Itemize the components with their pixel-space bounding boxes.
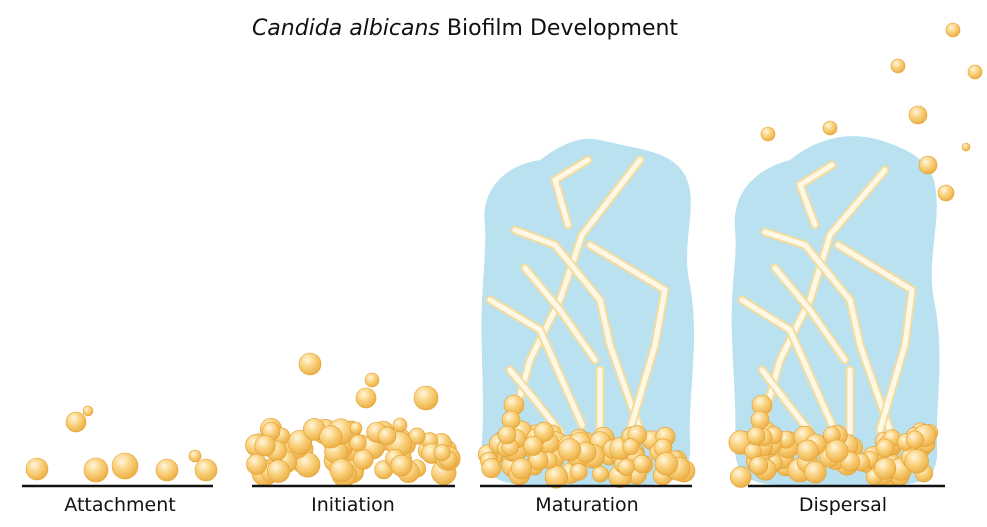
- initiation-cell: [365, 373, 379, 387]
- maturation-cell: [633, 455, 651, 473]
- maturation-cell: [482, 458, 501, 477]
- dispersal-cell: [905, 449, 929, 473]
- attachment-cell: [156, 459, 178, 481]
- dispersal-cell: [730, 467, 751, 488]
- maturation-cell: [511, 458, 532, 479]
- initiation-cell: [350, 435, 366, 451]
- dispersed-cell: [823, 121, 837, 135]
- dispersed-cell: [761, 127, 775, 141]
- initiation-cell: [320, 426, 343, 449]
- dispersal-cell: [751, 411, 769, 429]
- attachment-cell: [66, 412, 86, 432]
- attachment-cell: [112, 453, 138, 479]
- initiation-cell: [330, 459, 353, 482]
- attachment-cell: [26, 458, 48, 480]
- stage-label-dispersal: Dispersal: [743, 494, 943, 516]
- dispersal-cell: [906, 431, 923, 448]
- maturation-cell: [558, 438, 580, 460]
- initiation-cell: [353, 449, 373, 469]
- maturation-cell: [592, 466, 608, 482]
- initiation-cell: [299, 353, 321, 375]
- maturation-cell: [524, 436, 543, 455]
- dispersed-cell: [909, 106, 927, 124]
- attachment-cell: [84, 458, 108, 482]
- initiation-cell: [356, 388, 376, 408]
- maturation-cell: [623, 439, 639, 455]
- dispersal-cell: [874, 458, 896, 480]
- dispersal-cell: [826, 440, 848, 462]
- initiation-cell: [393, 418, 407, 432]
- initiation-cell: [391, 455, 412, 476]
- initiation-cell: [414, 386, 438, 410]
- dispersed-cell: [946, 23, 960, 37]
- initiation-cell: [378, 427, 396, 445]
- maturation-cell: [655, 452, 678, 475]
- dispersed-cell: [938, 185, 954, 201]
- maturation-cell: [570, 463, 587, 480]
- dispersal-cell: [876, 439, 894, 457]
- stage-label-maturation: Maturation: [487, 494, 687, 516]
- stage-label-initiation: Initiation: [253, 494, 453, 516]
- maturation-cell: [498, 426, 516, 444]
- dispersal-cell: [750, 457, 768, 475]
- attachment-cell: [195, 459, 217, 481]
- maturation-cell: [618, 459, 635, 476]
- initiation-cell: [350, 422, 362, 434]
- dispersal-cell: [747, 427, 765, 445]
- attachment-cell: [83, 406, 93, 416]
- dispersed-cell: [919, 156, 937, 174]
- attachment-cell: [189, 450, 201, 462]
- dispersed-cell: [891, 59, 905, 73]
- initiation-cell: [434, 445, 450, 461]
- dispersal-cell: [797, 440, 818, 461]
- initiation-cell: [267, 460, 290, 483]
- dispersed-cell: [968, 65, 982, 79]
- initiation-cell: [246, 454, 267, 475]
- initiation-cell: [255, 435, 276, 456]
- stage-label-attachment: Attachment: [20, 494, 220, 516]
- dispersed-cell: [962, 143, 970, 151]
